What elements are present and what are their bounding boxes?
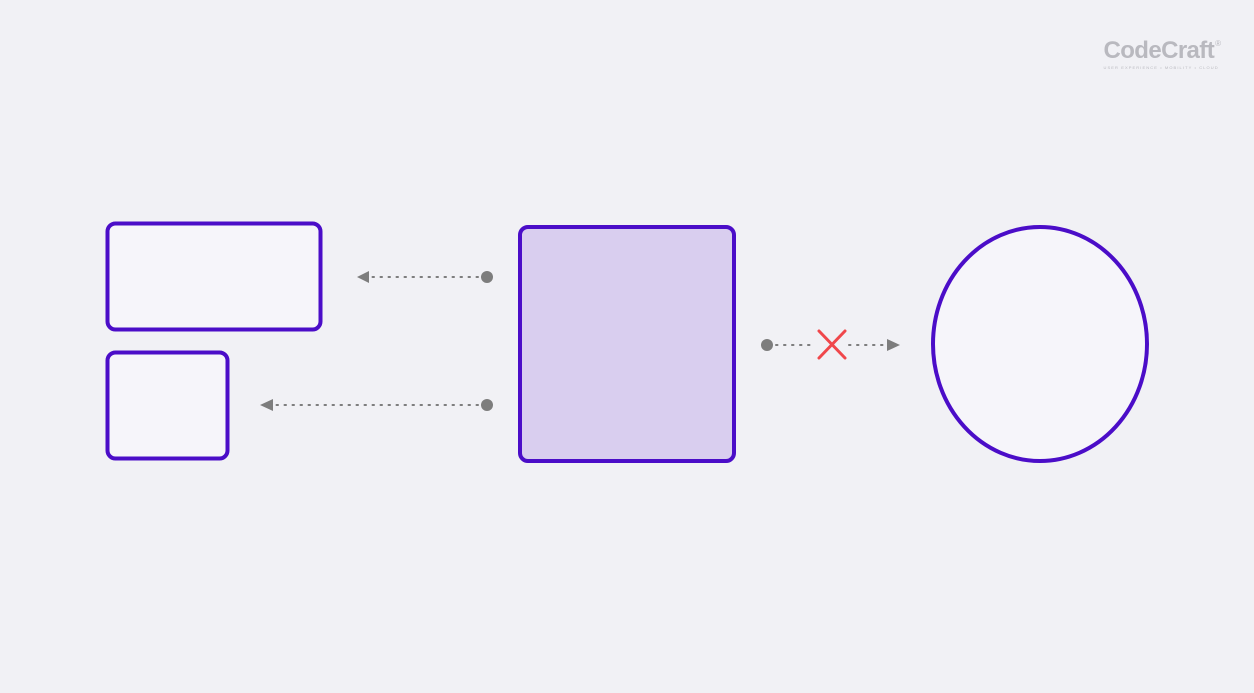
connector-to-wide-rectangle bbox=[357, 271, 493, 283]
connector-to-small-rectangle bbox=[260, 399, 493, 411]
arrowhead-left-icon bbox=[260, 399, 273, 411]
blocked-cross-icon bbox=[817, 329, 847, 360]
small-rectangle-node bbox=[105, 350, 230, 461]
connector-start-dot bbox=[481, 271, 493, 283]
wide-rectangle-node bbox=[105, 221, 323, 332]
logo-wordmark: CodeCraft bbox=[1103, 37, 1215, 64]
codecraft-logo: CodeCraft® USER EXPERIENCE • MOBILITY • … bbox=[1103, 38, 1221, 71]
logo-tagline: USER EXPERIENCE • MOBILITY • CLOUD bbox=[1103, 65, 1219, 70]
connector-start-dot bbox=[481, 399, 493, 411]
connector-start-dot bbox=[761, 339, 773, 351]
center-square-node bbox=[518, 225, 736, 463]
arrowhead-right-icon bbox=[887, 339, 900, 351]
ellipse-node bbox=[931, 225, 1149, 463]
logo-registered-mark: ® bbox=[1215, 39, 1221, 48]
connector-to-ellipse-blocked bbox=[761, 329, 900, 360]
arrowhead-left-icon bbox=[357, 271, 369, 283]
